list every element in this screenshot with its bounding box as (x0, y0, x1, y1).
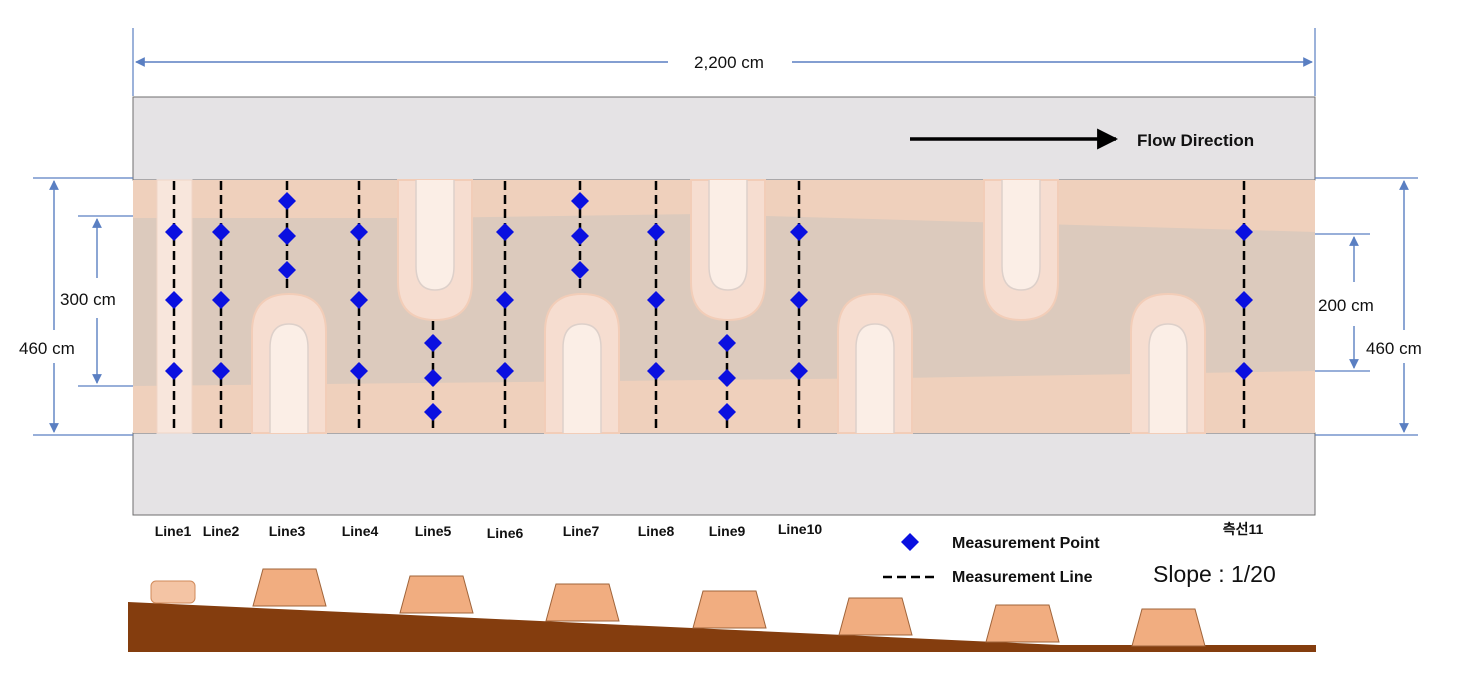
measurement-point (424, 369, 442, 387)
measurement-points (165, 192, 1253, 421)
measurement-point (278, 261, 296, 279)
width-dimension-label: 2,200 cm (694, 53, 764, 72)
profile-groyne-block (1131, 608, 1206, 647)
measurement-point (350, 291, 368, 309)
groyne (1130, 292, 1206, 434)
profile-groyne-block (985, 604, 1060, 643)
line-label: Line3 (269, 523, 306, 539)
line-label: Line9 (709, 523, 746, 539)
line-label: Line4 (342, 523, 379, 539)
profile-groyne-block (545, 583, 620, 622)
right-dimensions: 460 cm 200 cm (1315, 177, 1422, 436)
measurement-point (571, 227, 589, 245)
measurement-point (278, 192, 296, 210)
right-outer-dimension-label: 460 cm (1366, 339, 1422, 358)
longitudinal-profile: Slope : 1/20 (128, 561, 1316, 652)
line-label: 측선11 (1223, 521, 1264, 537)
profile-groyne-block (252, 568, 327, 607)
left-outer-dimension-label: 460 cm (19, 339, 75, 358)
line-label: Line2 (203, 523, 240, 539)
line-label: Line5 (415, 523, 452, 539)
lower-bank (132, 432, 1316, 516)
line-labels: Line1 Line2 Line3 Line4 Line5 Line6 Line… (155, 521, 1264, 541)
measurement-point (424, 334, 442, 352)
profile-groyne-block (399, 575, 474, 614)
slope-label: Slope : 1/20 (1153, 561, 1276, 587)
measurement-point (718, 369, 736, 387)
left-inner-dimension-label: 300 cm (60, 290, 116, 309)
measurement-point (496, 291, 514, 309)
measurement-point (718, 334, 736, 352)
plan-view: Flow Direction (132, 96, 1316, 516)
measurement-point (212, 291, 230, 309)
groyne (837, 292, 913, 434)
right-inner-dimension-label: 200 cm (1318, 296, 1374, 315)
measurement-point (496, 362, 514, 380)
width-dimension: 2,200 cm (132, 28, 1316, 96)
measurement-point (496, 223, 514, 241)
measurement-point (571, 261, 589, 279)
groyne (544, 292, 620, 434)
legend-line-label: Measurement Line (952, 569, 1093, 586)
measurement-point (424, 403, 442, 421)
measurement-point (1235, 291, 1253, 309)
legend-point-label: Measurement Point (952, 535, 1100, 552)
measurement-point (790, 291, 808, 309)
profile-groyne-block (838, 597, 913, 636)
measurement-point (350, 362, 368, 380)
measurement-point (571, 192, 589, 210)
flow-direction-label: Flow Direction (1137, 131, 1254, 150)
measurement-point (212, 223, 230, 241)
legend: Measurement Point Measurement Line (883, 533, 1100, 586)
legend-point-marker (901, 533, 919, 551)
measurement-point (165, 223, 183, 241)
measurement-point (278, 227, 296, 245)
measurement-point (212, 362, 230, 380)
measurement-point (165, 362, 183, 380)
line-label: Line8 (638, 523, 675, 539)
measurement-point (1235, 223, 1253, 241)
measurement-point (718, 403, 736, 421)
measurement-point (1235, 362, 1253, 380)
groyne (983, 179, 1059, 322)
line-label: Line1 (155, 523, 192, 539)
groyne (690, 179, 766, 322)
measurement-point (647, 291, 665, 309)
measurement-point (790, 223, 808, 241)
profile-inlet-block (150, 580, 196, 604)
measurement-point (647, 223, 665, 241)
line-label: Line7 (563, 523, 600, 539)
groyne (251, 292, 327, 434)
sloped-ground (128, 602, 1316, 652)
line-label: Line6 (487, 525, 524, 541)
measurement-point (350, 223, 368, 241)
left-dimensions: 460 cm 300 cm (19, 177, 133, 436)
line-label: Line10 (778, 521, 823, 537)
profile-groyne-block (692, 590, 767, 629)
measurement-point (790, 362, 808, 380)
groyne (397, 179, 473, 322)
measurement-point (165, 291, 183, 309)
measurement-point (647, 362, 665, 380)
